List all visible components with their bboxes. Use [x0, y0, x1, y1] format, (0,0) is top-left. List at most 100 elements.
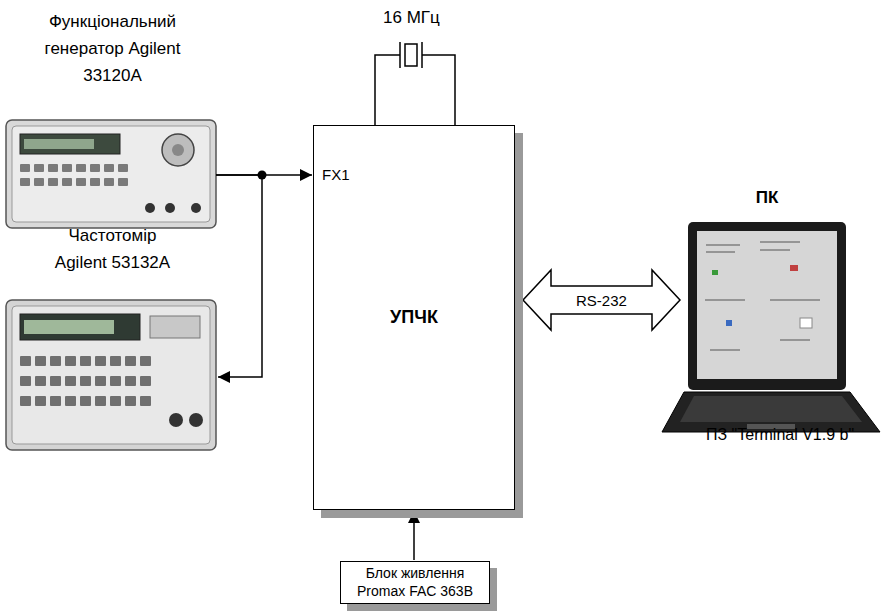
laptop-picture-part-part — [705, 300, 745, 301]
node-title: Блок живлення Promax FAC 363B — [347, 565, 483, 600]
button — [90, 164, 100, 172]
button — [90, 178, 100, 186]
button — [125, 376, 136, 386]
function-generator-picture-part — [145, 203, 155, 213]
instrument-node: Функціональний генератор Agilent 33120A — [5, 8, 220, 230]
button — [95, 396, 106, 406]
frequency-counter-picture-part — [24, 320, 114, 334]
button — [118, 164, 128, 172]
function-generator-picture-part — [162, 134, 194, 166]
arrowhead — [218, 371, 230, 383]
function-generator-picture-part — [6, 120, 216, 228]
node-title: УПЧК — [390, 307, 438, 328]
signal-wire — [216, 175, 262, 377]
button — [118, 178, 128, 186]
crystal-symbol-part — [399, 42, 401, 68]
connector — [523, 270, 680, 330]
button — [80, 396, 91, 406]
button — [125, 396, 136, 406]
interface-label: RS-232 — [576, 292, 627, 309]
node-caption: ПЗ "Terminal V1.9 b" — [706, 426, 854, 444]
frequency-counter-picture-part — [189, 413, 203, 427]
node-title: Функціональний генератор Agilent 33120A — [38, 8, 188, 90]
laptop-picture-part-part — [706, 252, 735, 253]
function-generator-picture-part — [12, 126, 210, 222]
function-generator-picture — [6, 120, 216, 228]
instrument-node: Частотомір Agilent 53132A — [5, 222, 220, 455]
function-generator-picture-part — [172, 144, 184, 156]
power-supply-box: Блок живлення Promax FAC 363B — [340, 561, 490, 604]
laptop-picture-part-part — [760, 250, 790, 251]
button — [20, 356, 31, 366]
pin-name: FX1 — [322, 166, 350, 183]
arrowhead — [300, 169, 312, 181]
button — [48, 178, 58, 186]
frequency-counter-picture-part — [6, 300, 216, 450]
function-generator-picture-part — [24, 139, 94, 149]
laptop-picture-part — [790, 265, 798, 271]
button — [65, 356, 76, 366]
connector — [408, 511, 420, 560]
connector — [216, 175, 262, 383]
frequency-counter-picture — [6, 300, 216, 450]
button — [95, 356, 106, 366]
button — [50, 396, 61, 406]
button — [80, 376, 91, 386]
button — [35, 376, 46, 386]
button — [20, 164, 30, 172]
laptop-picture-part — [712, 270, 718, 275]
button — [110, 396, 121, 406]
laptop-picture-part-part — [780, 340, 810, 341]
function-generator-picture-part — [191, 203, 201, 213]
button — [50, 356, 61, 366]
button — [48, 164, 58, 172]
button — [34, 164, 44, 172]
button — [34, 178, 44, 186]
laptop-picture-part — [726, 320, 732, 326]
frequency-counter-picture-part — [169, 413, 183, 427]
laptop-picture-part — [680, 396, 862, 422]
frequency-counter-picture-part — [20, 314, 140, 340]
function-generator-picture-part — [165, 203, 175, 213]
laptop-picture-part-part — [760, 242, 800, 243]
node-title: Частотомір Agilent 53132A — [43, 222, 183, 276]
button — [20, 178, 30, 186]
button — [62, 164, 72, 172]
button — [35, 356, 46, 366]
laptop-picture-part-part — [770, 300, 820, 301]
button-grid — [20, 356, 151, 406]
button — [110, 356, 121, 366]
laptop-picture-part — [705, 242, 820, 350]
button — [76, 164, 86, 172]
button — [20, 376, 31, 386]
crystal-symbol-part — [375, 55, 400, 125]
button — [104, 178, 114, 186]
laptop-picture-part — [800, 318, 812, 328]
function-generator-picture-part — [20, 134, 120, 154]
arrowhead — [408, 511, 420, 523]
button — [125, 356, 136, 366]
button — [80, 356, 91, 366]
button — [140, 356, 151, 366]
button — [110, 376, 121, 386]
frequency-counter-picture-part — [150, 316, 200, 338]
laptop-picture — [662, 222, 880, 432]
button-row — [20, 164, 128, 186]
button — [76, 178, 86, 186]
crystal-symbol-part — [422, 55, 455, 125]
button — [20, 396, 31, 406]
laptop-picture-part-part — [706, 245, 740, 246]
laptop-picture-part — [688, 222, 846, 390]
button — [65, 376, 76, 386]
button — [65, 396, 76, 406]
button — [140, 376, 151, 386]
button — [35, 396, 46, 406]
button — [50, 376, 61, 386]
button — [140, 396, 151, 406]
button — [62, 178, 72, 186]
frequency-label: 16 МГц — [383, 8, 440, 28]
computer-node: ПК ПЗ "Terminal V1.9 b" — [662, 182, 886, 450]
node-title: ПК — [688, 188, 846, 208]
laptop-picture-part-part — [710, 350, 740, 351]
